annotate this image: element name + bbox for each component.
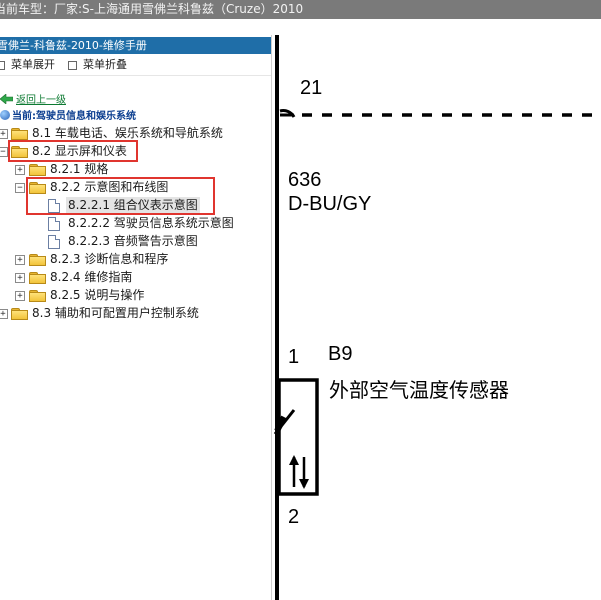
manual-panel-title: 雪佛兰-科鲁兹-2010-维修手册 [0, 37, 271, 54]
back-link-label: 返回上一级 [16, 95, 66, 106]
component-pin-1-label: 1 [288, 346, 300, 368]
expand-toggle-icon[interactable]: + [15, 255, 25, 265]
connector-pin-label: 21 [300, 77, 323, 99]
collapse-toggle-icon[interactable]: − [15, 183, 25, 193]
tree-node-8-3[interactable]: + 8.3 辅助和可配置用户控制系统 [0, 305, 270, 322]
tree-node-label: 8.2.2.3 音频警告示意图 [68, 234, 198, 248]
menu-toolbar: 菜单展开 菜单折叠 [0, 55, 271, 76]
tree-node-8-2-3[interactable]: + 8.2.3 诊断信息和程序 [0, 251, 270, 268]
tree-node-label: 8.2.2 示意图和布线图 [50, 180, 169, 194]
globe-icon [0, 110, 10, 120]
manual-title-text: 雪佛兰-科鲁兹-2010-维修手册 [0, 39, 147, 52]
current-vehicle-text: 当前车型：厂家:S-上海通用雪佛兰科鲁兹（Cruze）2010 [0, 2, 304, 16]
expand-toggle-icon[interactable]: + [15, 273, 25, 283]
folder-icon [11, 128, 28, 140]
open-folder-icon [11, 146, 28, 158]
collapse-icon [68, 60, 77, 70]
wire-color-label: D-BU/GY [288, 193, 372, 215]
component-id-label: B9 [328, 343, 353, 365]
arrow-up-down-icon [289, 455, 309, 489]
expand-toggle-icon[interactable]: + [15, 291, 25, 301]
collapse-menu-button[interactable]: 菜单折叠 [68, 55, 127, 75]
folder-icon [29, 164, 46, 176]
panel-divider[interactable] [271, 35, 272, 600]
highlight-box-8-2-2-1 [26, 177, 215, 215]
tree-node-8-2-2-3[interactable]: 8.2.2.3 音频警告示意图 [0, 233, 270, 250]
document-icon [48, 199, 60, 213]
tree-node-label: 8.2.3 诊断信息和程序 [50, 252, 169, 266]
collapse-toggle-icon[interactable]: − [0, 147, 8, 157]
wiring-diagram: 21 636 D-BU/GY 1 B9 外部空气温度传感器 2 [272, 19, 601, 600]
expand-menu-label: 菜单展开 [11, 58, 55, 71]
tree-node-8-2-5[interactable]: + 8.2.5 说明与操作 [0, 287, 270, 304]
folder-icon [29, 272, 46, 284]
current-section-label: 当前:驾驶员信息和娱乐系统 [12, 111, 136, 122]
collapse-menu-label: 菜单折叠 [83, 58, 127, 71]
tree-node-8-2-2-1[interactable]: 8.2.2.1 组合仪表示意图 [0, 197, 270, 214]
component-pin-2-label: 2 [288, 506, 300, 528]
tree-node-label: 8.2.2.2 驾驶员信息系统示意图 [68, 216, 234, 230]
expand-menu-button[interactable]: 菜单展开 [0, 55, 55, 75]
folder-icon [29, 254, 46, 266]
back-arrow-icon [0, 94, 13, 104]
circuit-number-label: 636 [288, 169, 322, 191]
tree-node-8-1[interactable]: + 8.1 车载电话、娱乐系统和导航系统 [0, 125, 270, 142]
document-icon [48, 217, 60, 231]
tree-node-label-selected: 8.2.2.1 组合仪表示意图 [66, 197, 200, 214]
expand-toggle-icon[interactable]: + [0, 129, 8, 139]
folder-icon [11, 308, 28, 320]
tree-node-8-2-1[interactable]: + 8.2.1 规格 [0, 161, 270, 178]
tree-node-8-2-2[interactable]: − 8.2.2 示意图和布线图 [0, 179, 270, 196]
document-icon [48, 235, 60, 249]
expand-toggle-icon[interactable]: + [0, 309, 8, 319]
manual-tree: + 8.1 车载电话、娱乐系统和导航系统 − 8.2 显示屏和仪表 + 8.2.… [0, 0, 272, 600]
folder-icon [29, 290, 46, 302]
tree-node-8-2[interactable]: − 8.2 显示屏和仪表 [0, 143, 270, 160]
expand-icon [0, 60, 5, 70]
tree-node-label: 8.2.5 说明与操作 [50, 288, 145, 302]
back-link[interactable]: 返回上一级 [0, 91, 66, 106]
tree-node-label: 8.1 车载电话、娱乐系统和导航系统 [32, 126, 223, 140]
tree-node-8-2-2-2[interactable]: 8.2.2.2 驾驶员信息系统示意图 [0, 215, 270, 232]
open-folder-icon [29, 182, 46, 194]
tree-node-label: 8.2.1 规格 [50, 162, 109, 176]
wiring-diagram-graphics [273, 35, 601, 600]
tree-node-label: 8.3 辅助和可配置用户控制系统 [32, 306, 199, 320]
tree-node-label: 8.2 显示屏和仪表 [32, 144, 127, 158]
tree-node-8-2-4[interactable]: + 8.2.4 维修指南 [0, 269, 270, 286]
current-section: 当前:驾驶员信息和娱乐系统 [0, 107, 136, 122]
highlight-box-8-2 [8, 140, 138, 162]
tree-node-label: 8.2.4 维修指南 [50, 270, 133, 284]
app-title-bar: 当前车型：厂家:S-上海通用雪佛兰科鲁兹（Cruze）2010 [0, 0, 601, 19]
sensor-box [277, 378, 319, 496]
component-name-label: 外部空气温度传感器 [329, 378, 509, 402]
expand-toggle-icon[interactable]: + [15, 165, 25, 175]
